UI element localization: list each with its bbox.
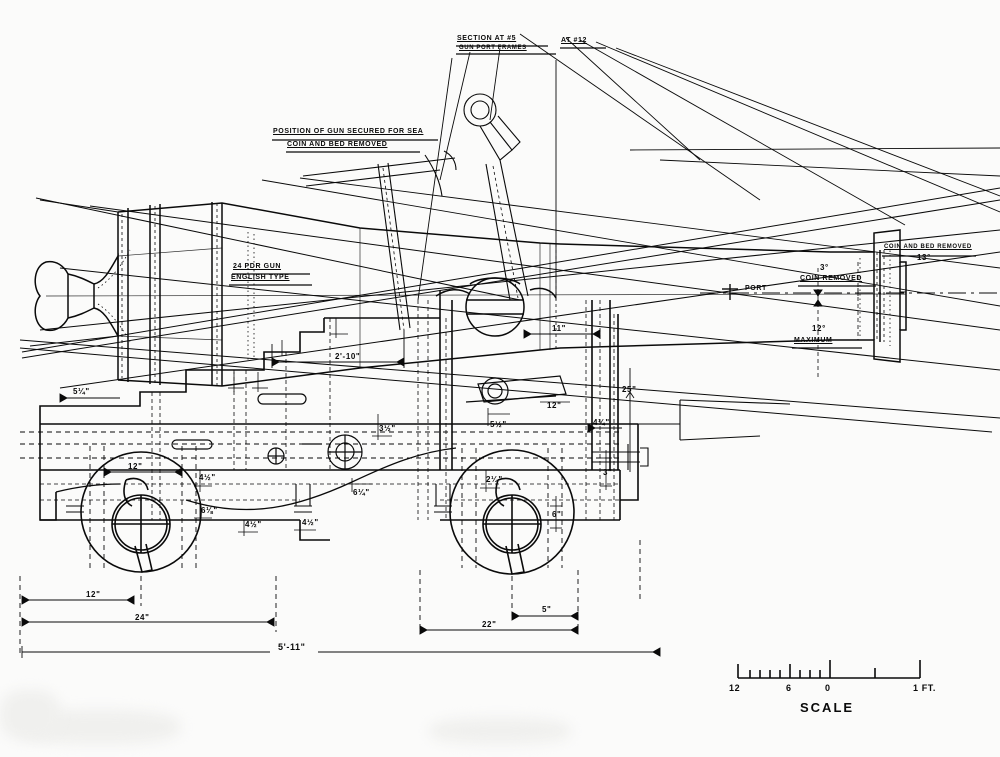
paper-smudge — [430, 718, 570, 744]
rear-truck-wheel — [449, 449, 575, 575]
label-port-centerline: PORT — [745, 285, 767, 292]
dimension-6-right: 6" — [552, 510, 562, 519]
dimension-5-1-2: 5½" — [490, 420, 507, 429]
dimension-4-1-2-a: 4½" — [199, 473, 216, 482]
scale-tick-label-1ft: 1 FT. — [913, 683, 937, 693]
elevating-quoin — [465, 375, 567, 405]
scale-bar-title: SCALE — [800, 700, 855, 715]
label-angle-13: 13° — [917, 253, 931, 262]
scale-bar-graphic — [737, 660, 921, 679]
centerline-tick — [722, 284, 738, 300]
paper-smudge — [0, 690, 60, 740]
title-underlines — [229, 45, 606, 286]
dimension-25: 25" — [622, 385, 637, 394]
label-angle-12: 12° — [812, 324, 826, 333]
scale-tick-label-12: 12 — [729, 683, 741, 693]
breeching-curve — [55, 447, 457, 511]
dimension-11: 11" — [552, 324, 567, 333]
trunnion-assembly — [435, 277, 557, 337]
elevation-angle-rays — [19, 187, 1000, 433]
dimension-4-1-4: 4¼" — [593, 418, 610, 427]
angle-leaders — [817, 262, 859, 378]
dimension-3-right: 3" — [603, 468, 613, 477]
dimension-5-1-4: 5¼" — [73, 387, 90, 396]
carriage-hidden-lines — [40, 300, 620, 520]
barrel-hidden-lines-dotted — [97, 232, 891, 362]
dimension-bottom-5: 5" — [542, 605, 552, 614]
dimension-6-1-8: 6⅛" — [201, 506, 218, 515]
carriage-bolts — [66, 484, 452, 513]
gun-carriage-outline — [39, 300, 639, 541]
label-position-of-gun-secured: POSITION OF GUN SECURED FOR SEA — [273, 128, 424, 135]
dimension-12-middle: 12" — [547, 401, 562, 410]
scale-tick-label-0: 0 — [825, 683, 831, 693]
label-angle-3: 3° — [820, 263, 829, 272]
barrel-construction-lines — [45, 228, 907, 368]
port-frame-hidden — [382, 165, 519, 331]
label-coin-removed: COIN REMOVED — [800, 275, 863, 282]
axletree-hidden-lines — [20, 431, 620, 570]
dimension-2-10: 2'-10" — [335, 352, 361, 361]
label-maximum: MAXIMUM — [794, 337, 833, 344]
front-truck-wheel — [80, 451, 202, 573]
dimension-lines — [19, 329, 661, 658]
label-section-subtitle: GUN PORT FRAMES — [459, 45, 527, 51]
dimension-2-1-4: 2¼" — [486, 475, 503, 484]
dimension-leaders — [194, 318, 612, 536]
dimension-bottom-24: 24" — [135, 613, 150, 622]
dimension-6-1-4: 6¼" — [353, 488, 370, 497]
label-gun-name: 24 PDR GUN — [233, 263, 282, 270]
dimension-4-1-2-b: 4½" — [245, 520, 262, 529]
label-coin-and-bed-removed-left: COIN AND BED REMOVED — [287, 141, 388, 148]
dimension-bottom-5ft-11: 5'-11" — [278, 642, 306, 652]
sight-lines — [261, 33, 1000, 307]
label-at-12: AT #12 — [561, 37, 588, 44]
carriage-rear-fittings — [171, 393, 363, 470]
dimension-4-1-2-c: 4½" — [302, 518, 319, 527]
dimension-3-1-2: 3½" — [379, 424, 396, 433]
dimension-bottom-12: 12" — [86, 590, 101, 599]
dimension-bottom-22: 22" — [482, 620, 497, 629]
angle-arrows — [813, 288, 859, 307]
label-gun-type: ENGLISH TYPE — [231, 274, 290, 281]
label-section-at-5: SECTION AT #5 — [457, 35, 517, 42]
label-coin-and-bed-removed-right: COIN AND BED REMOVED — [884, 244, 972, 250]
coin-removed-underline — [792, 255, 976, 349]
scale-tick-label-6: 6 — [786, 683, 792, 693]
dimension-12-wheel: 12" — [128, 462, 143, 471]
port-frame-section — [302, 93, 529, 331]
rear-detail-lines — [592, 399, 791, 470]
